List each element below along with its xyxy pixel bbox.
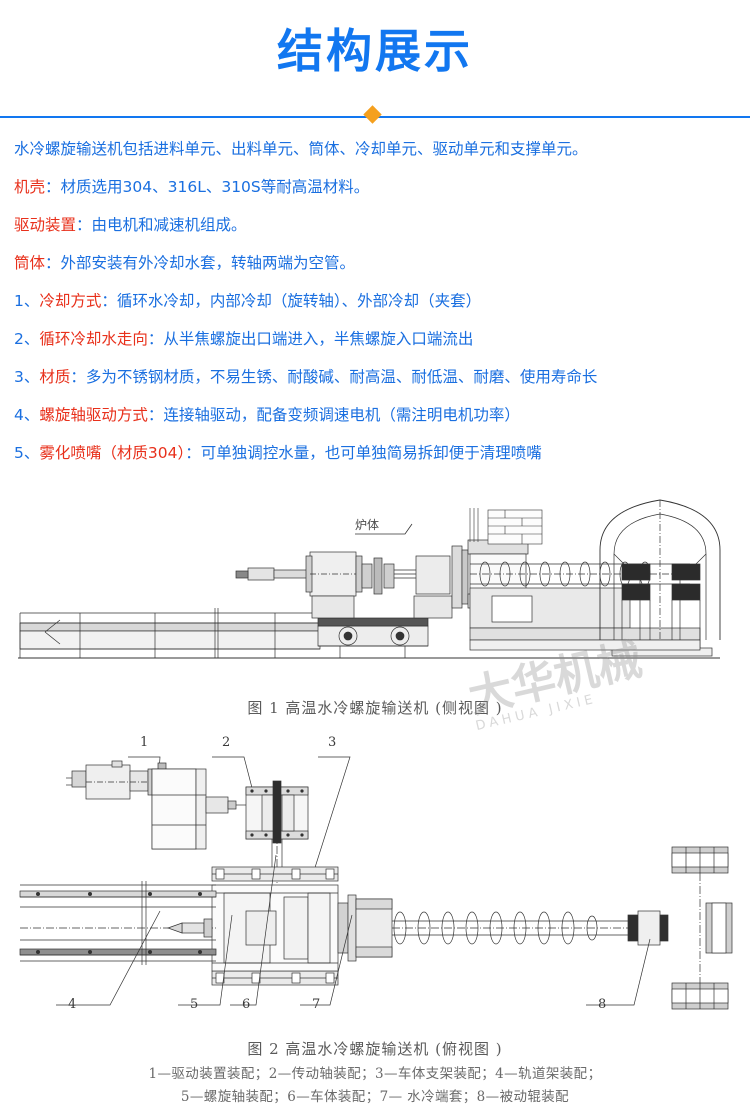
item-body: 循环水冷却，内部冷却（旋转轴）、外部冷却（夹套） xyxy=(116,292,482,310)
spec-line-shell: 机壳：材质选用304、316L、310S等耐高温材料。 xyxy=(14,178,738,197)
item-keyword: 循环冷却水走向 xyxy=(39,330,148,348)
figure-1-label-furnace: 炉体 xyxy=(355,518,380,532)
description-text-block: 水冷螺旋输送机包括进料单元、出料单元、筒体、冷却单元、驱动单元和支撑单元。 机壳… xyxy=(14,140,738,482)
spec-body: 外部安装有外冷却水套，转轴两端为空管。 xyxy=(60,254,356,272)
spec-separator: ： xyxy=(45,254,61,272)
numbered-item-3: 3、材质：多为不锈钢材质，不易生锈、耐酸碱、耐高温、耐低温、耐磨、使用寿命长 xyxy=(14,368,738,387)
figure-2-callout-3: 3 xyxy=(328,735,337,750)
item-body: 可单独调控水量，也可单独简易拆卸便于清理喷嘴 xyxy=(200,444,542,462)
item-number: 4、 xyxy=(14,406,40,424)
numbered-item-1: 1、冷却方式：循环水冷却，内部冷却（旋转轴）、外部冷却（夹套） xyxy=(14,292,738,311)
item-body: 多为不锈钢材质，不易生锈、耐酸碱、耐高温、耐低温、耐磨、使用寿命长 xyxy=(85,368,598,386)
figure-2-legend-line-1: 1—驱动装置装配；2—传动轴装配；3—车体支架装配；4—轨道架装配； xyxy=(148,1066,602,1082)
item-number: 1、 xyxy=(14,292,40,310)
title-divider xyxy=(0,105,750,129)
figure-1-drawing xyxy=(18,499,721,659)
figure-2-callout-2: 2 xyxy=(222,735,231,750)
item-separator: ： xyxy=(70,368,86,386)
spec-line-barrel: 筒体：外部安装有外冷却水套，转轴两端为空管。 xyxy=(14,254,738,273)
item-separator: ： xyxy=(185,444,201,462)
item-keyword: 雾化喷嘴（材质304） xyxy=(39,444,186,462)
figure-2-callout-6: 6 xyxy=(242,997,251,1012)
figure-2-callout-8: 8 xyxy=(598,997,607,1012)
item-body: 从半焦螺旋出口端进入，半焦螺旋入口端流出 xyxy=(163,330,474,348)
numbered-item-4: 4、螺旋轴驱动方式：连接轴驱动，配备变频调速电机（需注明电机功率） xyxy=(14,406,738,425)
figure-2-legend-line-2: 5—螺旋轴装配；6—车体装配；7— 水冷端套；8—被动辊装配 xyxy=(180,1089,570,1105)
item-number: 3、 xyxy=(14,368,40,386)
figure-2-caption: 图 2 高温水冷螺旋输送机 (俯视图 ) xyxy=(247,1040,503,1058)
spec-separator: ： xyxy=(45,178,61,196)
item-separator: ： xyxy=(147,330,164,348)
figure-2-callout-5: 5 xyxy=(190,997,199,1012)
numbered-item-2: 2、循环冷却水走向：从半焦螺旋出口端进入，半焦螺旋入口端流出 xyxy=(14,330,738,349)
numbered-item-5: 5、雾化喷嘴（材质304）：可单独调控水量，也可单独简易拆卸便于清理喷嘴 xyxy=(14,444,738,463)
page-title: 结构展示 xyxy=(277,24,473,78)
spec-keyword: 驱动装置 xyxy=(14,216,77,234)
spec-body: 由电机和减速机组成。 xyxy=(91,216,247,234)
item-keyword: 材质 xyxy=(39,368,71,386)
figure-1-caption: 图 1 高温水冷螺旋输送机 (侧视图 ) xyxy=(247,699,503,717)
spec-line-drive: 驱动装置：由电机和减速机组成。 xyxy=(14,216,738,235)
intro-text: 水冷螺旋输送机包括进料单元、出料单元、筒体、冷却单元、驱动单元和支撑单元。 xyxy=(14,140,588,158)
intro-paragraph: 水冷螺旋输送机包括进料单元、出料单元、筒体、冷却单元、驱动单元和支撑单元。 xyxy=(14,140,738,159)
item-keyword: 冷却方式 xyxy=(39,292,102,310)
item-body: 连接轴驱动，配备变频调速电机（需注明电机功率） xyxy=(163,406,520,424)
spec-keyword: 机壳 xyxy=(14,178,46,196)
item-separator: ： xyxy=(101,292,117,310)
spec-keyword: 筒体 xyxy=(14,254,46,272)
figure-2-callout-1: 1 xyxy=(140,735,149,750)
diamond-icon xyxy=(363,105,382,124)
figure-2-callout-4: 4 xyxy=(68,997,77,1012)
item-number: 5、 xyxy=(14,444,40,462)
page-header: 结构展示 xyxy=(0,0,750,132)
item-number: 2、 xyxy=(14,330,40,348)
item-keyword: 螺旋轴驱动方式 xyxy=(39,406,148,424)
figure-1-side-view: 炉体 xyxy=(0,480,750,695)
figure-2-top-view: 1 2 3 4 5 6 7 8 xyxy=(0,735,750,1030)
figure-2-callout-7: 7 xyxy=(312,997,321,1012)
figure-2-drawing xyxy=(19,756,733,1010)
spec-separator: ： xyxy=(76,216,92,234)
item-separator: ： xyxy=(147,406,164,424)
spec-body: 材质选用304、316L、310S等耐高温材料。 xyxy=(60,178,370,196)
